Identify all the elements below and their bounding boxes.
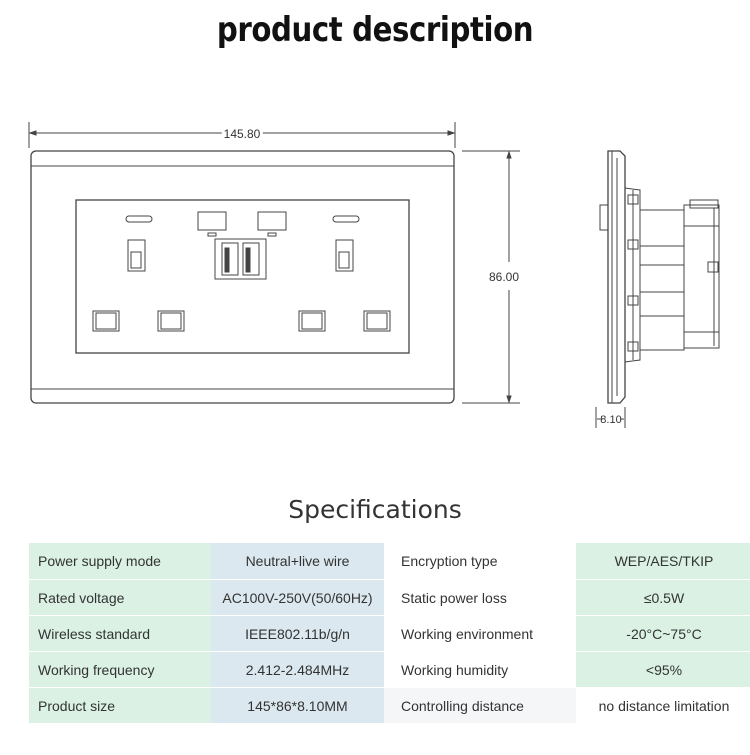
spec-label: Wireless standard <box>29 615 211 652</box>
height-dimension-label: 86.00 <box>489 270 519 284</box>
spec-value: ≤0.5W <box>576 579 750 616</box>
width-dimension-label: 145.80 <box>224 127 261 141</box>
table-row: Wireless standard IEEE802.11b/g/n Workin… <box>29 615 750 652</box>
spec-label: Product size <box>29 687 211 724</box>
spec-label: Working environment <box>384 615 576 652</box>
depth-dimension-label: 8.10 <box>600 414 621 426</box>
specifications-heading: Specifications <box>288 495 462 524</box>
spec-value: -20°C~75°C <box>576 615 750 652</box>
spec-label: Rated voltage <box>29 579 211 616</box>
spec-label: Static power loss <box>384 579 576 616</box>
spec-label: Working humidity <box>384 651 576 688</box>
spec-label: Power supply mode <box>29 543 211 580</box>
table-row: Rated voltage AC100V-250V(50/60Hz) Stati… <box>29 579 750 616</box>
spec-label: Encryption type <box>384 543 576 580</box>
spec-label: Working frequency <box>29 651 211 688</box>
spec-value: <95% <box>576 651 750 688</box>
table-row: Product size 145*86*8.10MM Controlling d… <box>29 687 750 724</box>
spec-value: 145*86*8.10MM <box>211 687 384 724</box>
table-row: Working frequency 2.412-2.484MHz Working… <box>29 651 750 688</box>
spec-value: AC100V-250V(50/60Hz) <box>211 579 384 616</box>
spec-value: WEP/AES/TKIP <box>576 543 750 580</box>
table-row: Power supply mode Neutral+live wire Encr… <box>29 543 750 580</box>
spec-value: IEEE802.11b/g/n <box>211 615 384 652</box>
spec-label: Controlling distance <box>384 687 576 724</box>
spec-value: 2.412-2.484MHz <box>211 651 384 688</box>
page-title: product description <box>216 10 534 50</box>
spec-value: no distance limitation <box>576 687 750 724</box>
technical-drawing: 145.80 86.00 8.10 <box>28 122 720 428</box>
specifications-table: Power supply mode Neutral+live wire Encr… <box>29 543 750 724</box>
spec-value: Neutral+live wire <box>211 543 384 580</box>
